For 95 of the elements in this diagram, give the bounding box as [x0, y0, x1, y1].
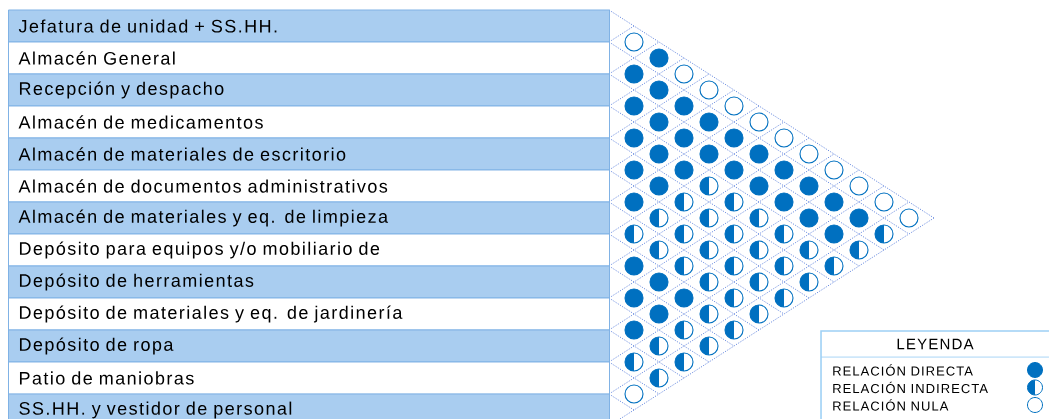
- half-filled-circle: [799, 240, 819, 260]
- half-filled-circle: [749, 208, 769, 228]
- half-filled-circle: [774, 224, 794, 244]
- filled-circle: [649, 80, 669, 100]
- empty-circle: [774, 128, 794, 148]
- half-filled-circle: [749, 304, 769, 324]
- filled-circle: [674, 128, 694, 148]
- half-filled-circle: [699, 304, 719, 324]
- half-filled-circle: [649, 368, 669, 388]
- filled-circle: [624, 160, 644, 180]
- filled-circle: [849, 208, 869, 228]
- half-filled-circle: [699, 176, 719, 196]
- empty-circle: [624, 32, 644, 52]
- half-filled-circle: [724, 288, 744, 308]
- half-filled-circle: [749, 272, 769, 292]
- half-filled-circle: [674, 352, 694, 372]
- filled-circle: [624, 256, 644, 276]
- legend-entry: RELACIÓN INDIRECTA: [833, 381, 988, 394]
- space-name-bar: SS.HH. y vestidor de personal: [8, 393, 610, 419]
- half-filled-circle: [649, 336, 669, 356]
- empty-circle: [624, 384, 644, 404]
- filled-circle: [749, 176, 769, 196]
- half-filled-circle: [724, 192, 744, 212]
- space-name-bar: Almacén de documentos administrativos: [8, 169, 610, 203]
- half-filled-circle: [699, 272, 719, 292]
- filled-circle: [674, 288, 694, 308]
- half-filled-circle: [849, 240, 869, 260]
- space-name-bar: Patio de maniobras: [8, 361, 610, 395]
- space-name-bar: Jefatura de unidad + SS.HH.: [8, 9, 610, 43]
- legend-title: LEYENDA: [897, 338, 974, 350]
- filled-circle: [799, 176, 819, 196]
- empty-circle: [874, 192, 894, 212]
- filled-circle: [824, 192, 844, 212]
- empty-circle: [899, 208, 919, 228]
- empty-circle: [674, 64, 694, 84]
- filled-circle: [699, 144, 719, 164]
- space-name-bar: Almacén de materiales y eq. de limpieza: [8, 201, 610, 235]
- half-filled-circle: [624, 224, 644, 244]
- half-filled-circle: [699, 208, 719, 228]
- filled-circle: [624, 288, 644, 308]
- space-name-bar: Depósito de materiales y eq. de jardinería: [8, 297, 610, 331]
- empty-circle: [799, 144, 819, 164]
- half-filled-circle: [649, 240, 669, 260]
- half-filled-circle: [724, 256, 744, 276]
- empty-circle: [749, 112, 769, 132]
- space-name-bar: Recepción y despacho: [8, 73, 610, 107]
- empty-circle: [699, 80, 719, 100]
- legend-entry: RELACIÓN NULA: [833, 399, 949, 411]
- half-filled-circle: [674, 320, 694, 340]
- space-name-bar: Almacén General: [8, 41, 610, 75]
- empty-circle: [824, 160, 844, 180]
- space-name-bar: Almacén de materiales de escritorio: [8, 137, 610, 171]
- half-filled-circle: [674, 224, 694, 244]
- filled-circle: [749, 144, 769, 164]
- filled-circle: [649, 144, 669, 164]
- filled-circle: [649, 304, 669, 324]
- half-filled-circle: [824, 256, 844, 276]
- half-filled-circle: [649, 208, 669, 228]
- half-filled-circle: [674, 192, 694, 212]
- half-filled-circle: [774, 288, 794, 308]
- space-name-bar: Depósito para equipos y/o mobiliario de: [8, 233, 610, 267]
- filled-circle: [649, 48, 669, 68]
- half-filled-circle: [699, 336, 719, 356]
- half-filled-circle: [624, 352, 644, 372]
- filled-circle: [649, 112, 669, 132]
- filled-circle: [624, 128, 644, 148]
- filled-circle: [624, 192, 644, 212]
- space-name-bar: Almacén de medicamentos: [8, 105, 610, 139]
- half-filled-circle: [674, 256, 694, 276]
- filled-circle: [724, 160, 744, 180]
- half-filled-circle: [699, 240, 719, 260]
- half-filled-circle: [724, 224, 744, 244]
- filled-circle: [674, 96, 694, 116]
- filled-circle: [624, 320, 644, 340]
- filled-circle: [674, 160, 694, 180]
- space-name-bar: Depósito de herramientas: [8, 265, 610, 299]
- half-filled-circle: [774, 256, 794, 276]
- filled-circle: [699, 112, 719, 132]
- half-filled-circle: [749, 240, 769, 260]
- filled-circle: [799, 208, 819, 228]
- filled-circle: [624, 64, 644, 84]
- filled-circle: [774, 160, 794, 180]
- filled-circle: [724, 128, 744, 148]
- filled-circle: [774, 192, 794, 212]
- filled-circle: [624, 96, 644, 116]
- filled-circle: [649, 272, 669, 292]
- empty-circle: [849, 176, 869, 196]
- half-filled-circle: [874, 224, 894, 244]
- legend-entry: RELACIÓN DIRECTA: [833, 364, 973, 376]
- space-name-bar: Depósito de ropa: [8, 329, 610, 363]
- filled-circle: [824, 224, 844, 244]
- half-filled-circle: [724, 320, 744, 340]
- empty-circle: [724, 96, 744, 116]
- filled-circle: [649, 176, 669, 196]
- half-filled-circle: [799, 272, 819, 292]
